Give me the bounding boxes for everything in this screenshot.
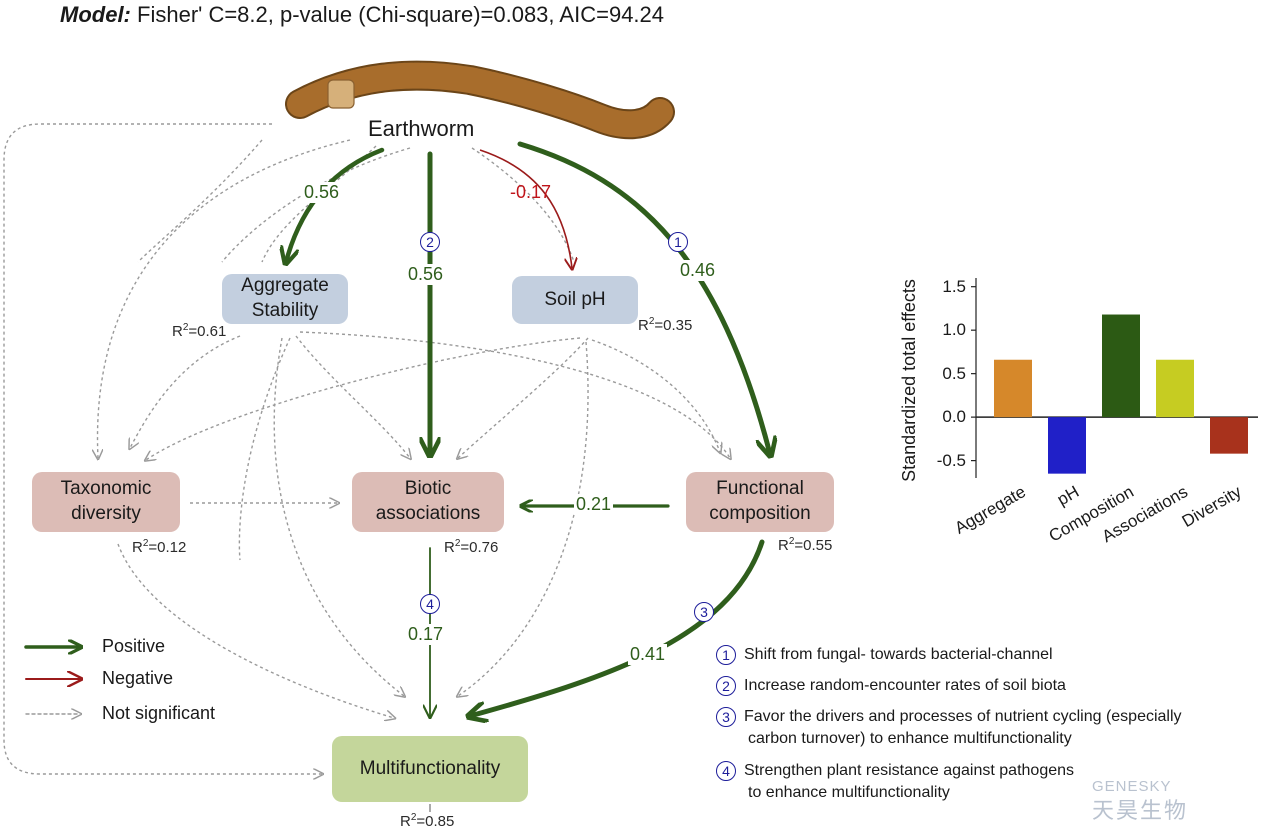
- coef-earthworm-functional: 0.46: [678, 260, 718, 281]
- node-biotic-line2: associations: [375, 503, 481, 524]
- mechanism-2: 2 Increase random-encounter rates of soil…: [716, 675, 1066, 697]
- mechanism-3: 3 Favor the drivers and processes of nutr…: [716, 706, 1182, 750]
- legend-not-significant: Not significant: [102, 703, 216, 723]
- r2-taxonomic: R2=0.12: [132, 538, 187, 556]
- bar-aggregate: [994, 359, 1032, 418]
- node-functional-composition: Functional composition: [686, 472, 834, 532]
- marker-4: 4: [420, 594, 440, 614]
- mechanism-3-text-2: carbon turnover) to enhance multifunctio…: [748, 730, 1072, 747]
- legend-negative: Negative: [102, 668, 174, 688]
- watermark-logo: GENESKY 天昊生物: [1092, 778, 1188, 825]
- ytick-label: 1.0: [942, 320, 966, 340]
- ytick-label: -0.5: [936, 450, 966, 470]
- r2-soil-ph: R2=0.35: [638, 316, 693, 334]
- r2-functional: R2=0.55: [778, 536, 833, 554]
- marker-1: 1: [668, 232, 688, 252]
- node-functional-line2: composition: [709, 503, 811, 524]
- earthworm-icon: [285, 60, 675, 140]
- mechanism-3-text-1: Favor the drivers and processes of nutri…: [744, 708, 1182, 725]
- r2-multifunctionality: R2=0.85: [400, 812, 455, 830]
- mechanism-1: 1 Shift from fungal- towards bacterial-ch…: [716, 644, 1053, 666]
- node-taxonomic-diversity: Taxonomic diversity: [32, 472, 180, 532]
- mechanism-3-marker: 3: [716, 706, 736, 727]
- bar-composition: [1102, 314, 1140, 418]
- bar-associations: [1156, 359, 1194, 418]
- node-multifunctionality-label: Multifunctionality: [359, 757, 501, 779]
- r2-biotic: R2=0.76: [444, 538, 499, 556]
- node-aggregate-line1: Aggregate: [241, 275, 329, 297]
- r2-aggregate: R2=0.61: [172, 322, 227, 340]
- ytick-label: 0.5: [942, 363, 966, 383]
- node-biotic-associations: Biotic associations: [352, 472, 504, 532]
- coef-functional-biotic: 0.21: [574, 494, 614, 515]
- model-label: Model:: [60, 2, 131, 27]
- mechanism-2-marker: 2: [716, 675, 736, 696]
- mechanism-1-marker: 1: [716, 644, 736, 665]
- coef-biotic-multi: 0.17: [406, 624, 446, 645]
- mechanism-4-marker: 4: [716, 760, 736, 781]
- node-taxonomic-line1: Taxonomic: [60, 478, 152, 500]
- node-taxonomic-line2: diversity: [71, 503, 141, 524]
- mechanism-2-text: Increase random-encounter rates of soil …: [744, 677, 1066, 694]
- total-effects-chart: [971, 278, 1258, 478]
- node-biotic-line1: Biotic: [404, 478, 452, 500]
- coef-earthworm-aggregate: 0.56: [302, 182, 342, 203]
- marker-3: 3: [694, 602, 714, 622]
- mechanism-4: 4 Strengthen plant resistance against pat…: [716, 760, 1074, 804]
- marker-2: 2: [420, 232, 440, 252]
- bar-ph: [1048, 417, 1086, 474]
- coef-earthworm-ph: -0.17: [510, 182, 552, 202]
- mechanism-1-text: Shift from fungal- towards bacterial-cha…: [744, 646, 1053, 663]
- node-aggregate-stability: Aggregate Stability: [222, 274, 348, 324]
- bar-diversity: [1210, 417, 1248, 454]
- node-soil-ph: Soil pH: [512, 276, 638, 324]
- node-functional-line1: Functional: [716, 478, 804, 500]
- chart-ylabel: Standardized total effects: [898, 279, 919, 482]
- node-aggregate-line2: Stability: [251, 300, 319, 321]
- mechanism-4-text-1: Strengthen plant resistance against path…: [744, 762, 1075, 779]
- mechanism-4-text-2: to enhance multifunctionality: [748, 784, 950, 801]
- coef-earthworm-biotic: 0.56: [406, 264, 446, 285]
- ytick-label: 0.0: [942, 407, 966, 427]
- node-soil-ph-label: Soil pH: [544, 288, 606, 310]
- model-summary: Model: Fisher' C=8.2, p-value (Chi-squar…: [60, 2, 664, 28]
- node-multifunctionality: Multifunctionality: [332, 736, 528, 802]
- ytick-label: 1.5: [942, 276, 966, 296]
- node-earthworm: Earthworm: [368, 116, 475, 141]
- legend-positive: Positive: [102, 636, 166, 656]
- model-stats: Fisher' C=8.2, p-value (Chi-square)=0.08…: [137, 2, 665, 27]
- coef-functional-multi: 0.41: [628, 644, 668, 665]
- watermark-en: GENESKY: [1092, 778, 1172, 795]
- watermark-cn: 天昊生物: [1092, 798, 1189, 823]
